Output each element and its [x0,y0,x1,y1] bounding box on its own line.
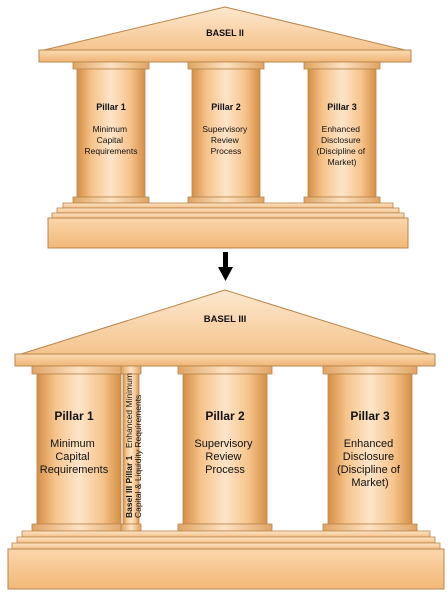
basel2-pillar-3: Pillar 3 Enhanced Disclosure (Discipline… [303,61,381,204]
basel3-base [7,548,445,590]
basel2-pillar-1-desc: Minimum Capital Requirements [85,124,138,156]
basel3-side-label-line2: Capital & Liquidity Requirements [133,395,143,518]
basel2-architrave [38,49,412,63]
basel3-pillar-1-enhancement: Basel III Pillar 1 Enhanced Minimum Capi… [119,365,143,532]
basel3-pillar-3-name: Pillar 3 [350,409,390,423]
basel3-pillar-3: Pillar 3 Enhanced Disclosure (Discipline… [322,365,418,532]
basel2-base [47,217,409,249]
basel2-pillar-2-desc: Supervisory Review Process [202,124,249,156]
basel2-steps [51,202,405,219]
down-arrow-icon [218,252,233,281]
basel3-steps [11,530,441,550]
basel3-title: BASEL III [204,314,247,325]
basel3-architrave [14,353,436,367]
basel2-pillar-2: Pillar 2 Supervisory Review Process [187,61,265,204]
basel2-temple: BASEL II Pillar 1 Minimum Capital Requir… [38,6,412,249]
basel2-title: BASEL II [206,28,244,38]
basel3-pillar-3-desc: Enhanced Disclosure (Discipline of Marke… [337,438,403,489]
basel3-pillar-1: Pillar 1 Minimum Capital Requirements [31,365,127,532]
basel2-pillar-3-desc: Enhanced Disclosure (Discipline of Marke… [316,124,367,167]
basel2-pillar-1-name: Pillar 1 [96,102,126,112]
basel2-pillar-3-name: Pillar 3 [327,102,357,112]
basel3-pillar-2-name: Pillar 2 [205,409,245,423]
basel3-pillar-1-name: Pillar 1 [54,409,94,423]
basel3-pillar-2: Pillar 2 Supervisory Review Process [177,365,273,532]
basel3-temple: BASEL III Pillar 1 Minimum Capital Requi… [7,289,445,590]
basel2-pillar-2-name: Pillar 2 [211,102,241,112]
basel3-pillar-1-desc: Minimum Capital Requirements [40,438,109,476]
basel3-pillar-2-desc: Supervisory Review Process [194,438,255,476]
basel2-pillar-1: Pillar 1 Minimum Capital Requirements [72,61,150,204]
basel3-side-label-line1: Basel III Pillar 1 Enhanced Minimum [119,373,136,518]
